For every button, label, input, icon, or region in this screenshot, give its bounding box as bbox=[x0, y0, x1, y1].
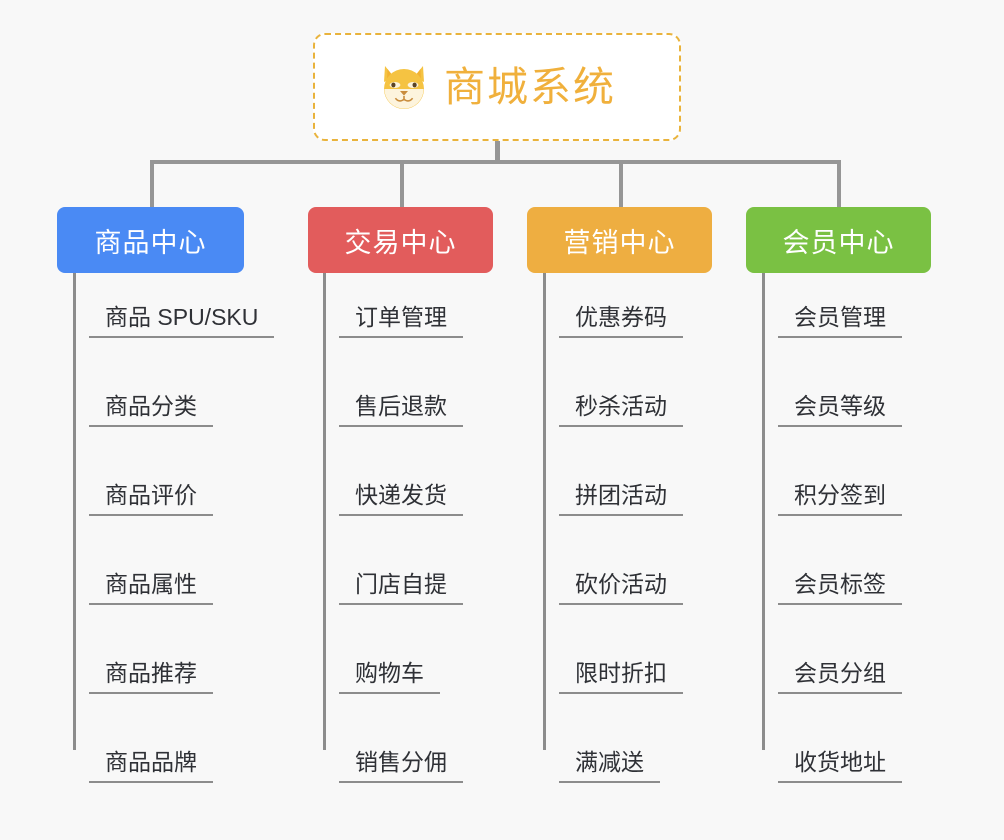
leaf-label: 商品推荐 bbox=[105, 660, 197, 686]
connector-drop-3 bbox=[619, 160, 623, 207]
leaf-label: 商品 SPU/SKU bbox=[105, 304, 259, 330]
leaf-label: 商品分类 bbox=[105, 393, 197, 419]
column-spine-4 bbox=[762, 273, 765, 750]
column-spine-2 bbox=[323, 273, 326, 750]
leaf-label: 销售分佣 bbox=[355, 749, 447, 775]
category-label-4: 会员中心 bbox=[782, 227, 895, 258]
leaf-item[interactable]: 限时折扣 bbox=[559, 660, 683, 695]
leaf-item[interactable]: 满减送 bbox=[559, 749, 660, 784]
leaf-label: 会员分组 bbox=[794, 660, 886, 686]
connector-horizontal-bus bbox=[150, 160, 841, 164]
leaf-label: 满减送 bbox=[575, 749, 644, 775]
leaf-item[interactable]: 商品品牌 bbox=[89, 749, 213, 784]
leaf-label: 商品属性 bbox=[105, 571, 197, 597]
shiba-inu-dog-face-icon bbox=[378, 63, 430, 111]
leaf-label: 积分签到 bbox=[794, 482, 886, 508]
leaf-label: 门店自提 bbox=[355, 571, 447, 597]
leaf-item[interactable]: 销售分佣 bbox=[339, 749, 463, 784]
leaf-item[interactable]: 商品推荐 bbox=[89, 660, 213, 695]
leaf-item[interactable]: 商品属性 bbox=[89, 571, 213, 606]
category-label-2: 交易中心 bbox=[344, 227, 457, 258]
leaf-label: 商品品牌 bbox=[105, 749, 197, 775]
category-header-2[interactable]: 交易中心 bbox=[308, 207, 493, 273]
leaf-label: 会员标签 bbox=[794, 571, 886, 597]
leaf-item[interactable]: 优惠券码 bbox=[559, 304, 683, 339]
leaf-item[interactable]: 售后退款 bbox=[339, 393, 463, 428]
leaf-label: 售后退款 bbox=[355, 393, 447, 419]
leaf-label: 订单管理 bbox=[355, 304, 447, 330]
leaf-item[interactable]: 快递发货 bbox=[339, 482, 463, 517]
leaf-item[interactable]: 商品评价 bbox=[89, 482, 213, 517]
category-header-4[interactable]: 会员中心 bbox=[746, 207, 931, 273]
root-title: 商城系统 bbox=[444, 63, 616, 110]
column-spine-3 bbox=[543, 273, 546, 750]
leaf-label: 优惠券码 bbox=[575, 304, 667, 330]
leaf-label: 快递发货 bbox=[355, 482, 447, 508]
category-header-3[interactable]: 营销中心 bbox=[527, 207, 712, 273]
connector-drop-1 bbox=[150, 160, 154, 207]
connector-root-stem bbox=[495, 141, 500, 164]
leaf-item[interactable]: 拼团活动 bbox=[559, 482, 683, 517]
leaf-item[interactable]: 订单管理 bbox=[339, 304, 463, 339]
leaf-item[interactable]: 商品分类 bbox=[89, 393, 213, 428]
category-header-1[interactable]: 商品中心 bbox=[57, 207, 244, 273]
connector-drop-4 bbox=[837, 160, 841, 207]
leaf-item[interactable]: 会员等级 bbox=[778, 393, 902, 428]
category-label-1: 商品中心 bbox=[94, 227, 207, 258]
leaf-item[interactable]: 门店自提 bbox=[339, 571, 463, 606]
leaf-item[interactable]: 砍价活动 bbox=[559, 571, 683, 606]
leaf-item[interactable]: 秒杀活动 bbox=[559, 393, 683, 428]
leaf-item[interactable]: 积分签到 bbox=[778, 482, 902, 517]
leaf-item[interactable]: 会员管理 bbox=[778, 304, 902, 339]
connector-drop-2 bbox=[400, 160, 404, 207]
leaf-label: 收货地址 bbox=[794, 749, 886, 775]
leaf-label: 购物车 bbox=[355, 660, 424, 686]
column-spine-1 bbox=[73, 273, 76, 750]
category-label-3: 营销中心 bbox=[563, 227, 676, 258]
leaf-item[interactable]: 购物车 bbox=[339, 660, 440, 695]
leaf-label: 秒杀活动 bbox=[575, 393, 667, 419]
leaf-item[interactable]: 商品 SPU/SKU bbox=[89, 304, 275, 339]
leaf-label: 商品评价 bbox=[105, 482, 197, 508]
leaf-item[interactable]: 会员标签 bbox=[778, 571, 902, 606]
leaf-label: 拼团活动 bbox=[575, 482, 667, 508]
leaf-item[interactable]: 收货地址 bbox=[778, 749, 902, 784]
leaf-item[interactable]: 会员分组 bbox=[778, 660, 902, 695]
leaf-label: 会员等级 bbox=[794, 393, 886, 419]
leaf-label: 会员管理 bbox=[794, 304, 886, 330]
leaf-label: 限时折扣 bbox=[575, 660, 667, 686]
root-node[interactable]: 商城系统 bbox=[313, 33, 681, 141]
leaf-label: 砍价活动 bbox=[575, 571, 667, 597]
